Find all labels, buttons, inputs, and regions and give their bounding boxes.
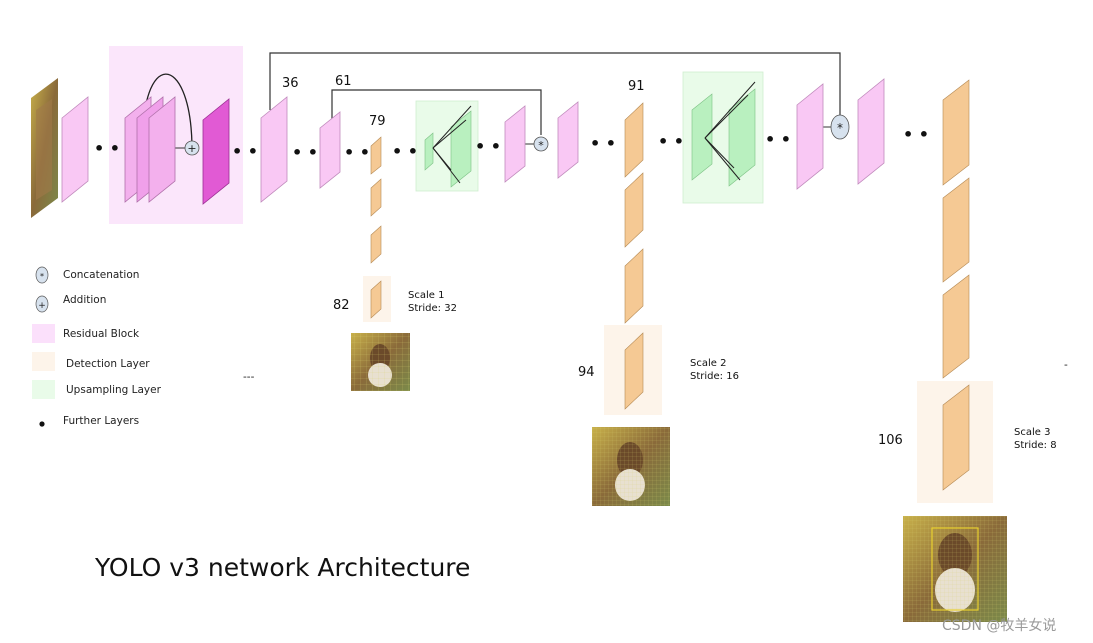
concat-symbol: * <box>837 121 843 135</box>
input-image <box>31 78 58 218</box>
skip-connection-61 <box>331 89 542 135</box>
further-layers-dots: • • <box>765 130 791 149</box>
scale-3-stride: Stride: 8 <box>1014 440 1057 451</box>
detection-layer <box>370 225 382 264</box>
residual-layer <box>796 83 824 190</box>
legend-addition-label: Addition <box>63 294 106 306</box>
further-layers-dots: • • <box>232 142 258 161</box>
legend-upsampling-layer: Upsampling Layer <box>32 380 162 399</box>
detection-layer <box>624 172 644 248</box>
layer-number-106: 106 <box>878 433 903 448</box>
further-layers-dots: • • <box>590 134 616 153</box>
output-image-scale-3 <box>903 516 1007 622</box>
legend-addition: + Addition <box>35 294 106 313</box>
scale-2-stride: Stride: 16 <box>690 371 739 382</box>
residual-layer <box>148 96 176 203</box>
legend-upsampling-label: Upsampling Layer <box>66 384 162 396</box>
residual-layers <box>61 78 885 205</box>
detection-layer <box>370 136 382 175</box>
legend-detection-label: Detection Layer <box>66 358 150 370</box>
detection-layer <box>942 79 970 186</box>
layer-number-91: 91 <box>628 79 645 94</box>
tick-mark: - <box>1064 359 1068 371</box>
layer-number-61: 61 <box>335 74 352 89</box>
further-layers-dots: • • <box>658 132 684 151</box>
detection-layer-82 <box>370 280 382 319</box>
legend: * Concatenation + Addition Residual Bloc… <box>32 266 162 427</box>
legend-detection-layer: Detection Layer <box>32 352 150 371</box>
watermark: CSDN @牧羊女说 <box>942 617 1056 634</box>
output-image-scale-1 <box>351 333 410 391</box>
residual-layer-output <box>202 98 230 205</box>
legend-residual-block: Residual Block <box>32 324 140 343</box>
detection-layer-106 <box>942 384 970 491</box>
concatenation-op-2: * <box>830 114 850 140</box>
layer-number-82: 82 <box>333 298 350 313</box>
add-icon: + <box>38 301 46 311</box>
further-layers-dots: • • <box>475 137 501 156</box>
residual-layer <box>857 78 885 185</box>
scale-2-label: Scale 2 <box>690 358 726 369</box>
legend-further-layers: Further Layers <box>39 415 139 427</box>
detection-layer <box>624 102 644 178</box>
residual-layer-61 <box>319 111 341 189</box>
residual-layer <box>61 96 89 203</box>
further-layers-dots: • • <box>292 143 318 162</box>
residual-layer-36 <box>260 96 288 203</box>
further-layers-dots: • • <box>94 139 120 158</box>
further-layers-dots: • • <box>344 143 370 162</box>
scale-1-stride: Stride: 32 <box>408 303 457 314</box>
scale-3-label: Scale 3 <box>1014 427 1050 438</box>
layer-number-36: 36 <box>282 76 299 91</box>
legend-further-label: Further Layers <box>63 415 139 427</box>
upsampling-layer-2 <box>691 81 756 187</box>
output-image-scale-2 <box>592 427 670 506</box>
detection-layer <box>370 178 382 217</box>
detection-layer <box>942 177 970 283</box>
detection-layer <box>942 274 970 379</box>
detection-layer <box>624 248 644 324</box>
scale-1-label: Scale 1 <box>408 290 444 301</box>
concatenation-op-1: * <box>533 136 549 152</box>
residual-layer <box>504 105 526 183</box>
layer-number-79: 79 <box>369 114 386 129</box>
skip-connection-36 <box>269 52 841 115</box>
further-layers-dots: • • <box>392 142 418 161</box>
further-layers-dots: • • <box>903 125 929 144</box>
detection-layers <box>370 79 970 491</box>
addition-op: + <box>184 140 200 156</box>
detection-layer-94 <box>624 332 644 410</box>
legend-concatenation-label: Concatenation <box>63 269 139 281</box>
add-symbol: + <box>187 142 196 155</box>
concat-icon: * <box>40 272 44 281</box>
legend-concatenation: * Concatenation <box>35 266 139 284</box>
legend-residual-label: Residual Block <box>63 328 140 340</box>
dash-mark: --- <box>243 371 255 383</box>
concat-symbol: * <box>538 139 544 152</box>
diagram-title: YOLO v3 network Architecture <box>94 553 470 582</box>
layer-number-94: 94 <box>578 365 595 380</box>
residual-layer <box>557 101 579 179</box>
upsampling-layer-1 <box>424 105 472 188</box>
